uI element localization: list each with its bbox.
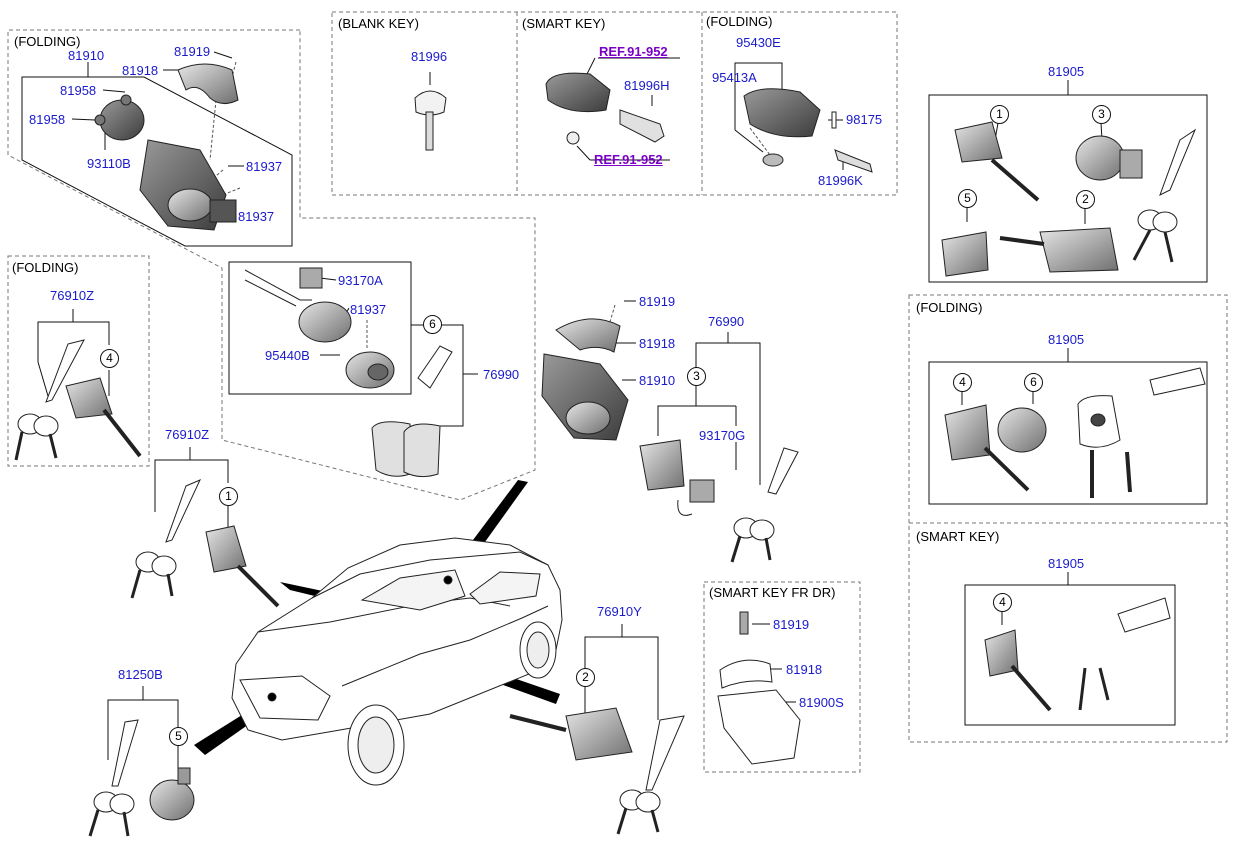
part-label-81996h[interactable]: 81996H <box>624 78 670 93</box>
trunk-lock-81250b-shapes <box>88 719 195 837</box>
part-label-95440b[interactable]: 95440B <box>265 348 310 363</box>
heading-folding-right: (FOLDING) <box>916 300 983 315</box>
callout-4-smart-right: 4 <box>993 593 1012 612</box>
part-label-93170a[interactable]: 93170A <box>338 273 383 288</box>
part-label-81905-a[interactable]: 81905 <box>1048 64 1085 79</box>
ref-label-a[interactable]: REF.91-952 <box>599 44 668 59</box>
part-label-81250b[interactable]: 81250B <box>118 667 163 682</box>
car-illustration <box>231 537 563 786</box>
callout-3-right: 3 <box>1092 105 1111 124</box>
folding-left-box <box>7 255 150 467</box>
part-label-81937-c[interactable]: 81937 <box>350 302 387 317</box>
part-label-95413a[interactable]: 95413A <box>712 70 757 85</box>
heading-blank-key: (BLANK KEY) <box>338 16 419 31</box>
key-options-box <box>331 11 898 196</box>
folding-smart-right-box <box>908 294 1228 743</box>
key-lock-76910z-left-shapes <box>14 339 142 461</box>
callout-6-folding-right: 6 <box>1024 373 1043 392</box>
smart-key-shape <box>545 72 665 145</box>
group-outline-folding-tl <box>7 29 536 501</box>
part-label-81958-b[interactable]: 81958 <box>29 112 66 127</box>
blank-key-shape <box>414 90 447 151</box>
folding-key-set-shapes <box>944 367 1206 498</box>
middle-ignition-assembly-shapes <box>541 318 715 516</box>
key-set-81905-smart-frame <box>964 584 1176 726</box>
callout-5-right: 5 <box>958 189 977 208</box>
folding-key-shape <box>743 88 873 173</box>
heading-folding-left: (FOLDING) <box>12 260 79 275</box>
ignition-kit-frame <box>228 261 412 395</box>
part-label-81937-b[interactable]: 81937 <box>238 209 275 224</box>
callout-2-bottom: 2 <box>576 668 595 687</box>
key-lock-76910z-mid-shapes <box>130 479 280 608</box>
part-label-76910y[interactable]: 76910Y <box>597 604 642 619</box>
ignition-assembly-parts <box>94 63 239 231</box>
ref-label-b[interactable]: REF.91-952 <box>594 152 663 167</box>
part-label-81918-mid[interactable]: 81918 <box>639 336 676 351</box>
part-label-93170g[interactable]: 93170G <box>699 428 746 443</box>
callout-1-left: 1 <box>219 487 238 506</box>
callout-4-left: 4 <box>100 349 119 368</box>
heading-folding-top-left: (FOLDING) <box>14 34 81 49</box>
part-label-76910z-a[interactable]: 76910Z <box>50 288 95 303</box>
part-label-81919-mid[interactable]: 81919 <box>639 294 676 309</box>
callout-5-bottom: 5 <box>169 727 188 746</box>
callout-4-folding-right: 4 <box>953 373 972 392</box>
key-set-76990-shapes <box>730 447 799 563</box>
part-label-81996[interactable]: 81996 <box>411 49 448 64</box>
key-set-81905-shapes <box>941 121 1197 277</box>
fob-76990-shapes <box>371 345 453 478</box>
part-label-81910-mid[interactable]: 81910 <box>639 373 676 388</box>
door-lock-76910y-shapes <box>509 707 685 835</box>
part-label-81910-top[interactable]: 81910 <box>68 48 105 63</box>
part-label-81918-fr[interactable]: 81918 <box>786 662 823 677</box>
heading-smart-key-fr-dr: (SMART KEY FR DR) <box>709 585 836 600</box>
part-label-76990-b[interactable]: 76990 <box>708 314 745 329</box>
callout-1-right: 1 <box>990 105 1009 124</box>
part-label-76910z-b[interactable]: 76910Z <box>165 427 210 442</box>
callout-2-right: 2 <box>1076 190 1095 209</box>
smart-key-fr-dr-box <box>703 581 861 773</box>
smart-key-fr-dr-shapes <box>717 611 801 765</box>
ignition-assembly-frame <box>21 76 293 247</box>
part-label-76990-a[interactable]: 76990 <box>483 367 520 382</box>
heading-folding-top: (FOLDING) <box>706 14 773 29</box>
part-label-81958-a[interactable]: 81958 <box>60 83 97 98</box>
part-label-81937-a[interactable]: 81937 <box>246 159 283 174</box>
part-label-81996k[interactable]: 81996K <box>818 173 863 188</box>
part-label-81905-c[interactable]: 81905 <box>1048 556 1085 571</box>
part-label-95430e[interactable]: 95430E <box>736 35 781 50</box>
callout-3-mid: 3 <box>687 367 706 386</box>
smart-key-set-shapes <box>984 597 1171 712</box>
part-label-93110b[interactable]: 93110B <box>87 156 131 171</box>
heading-smart-key-top: (SMART KEY) <box>522 16 606 31</box>
heading-smart-key-right: (SMART KEY) <box>916 529 1000 544</box>
part-label-81905-b[interactable]: 81905 <box>1048 332 1085 347</box>
part-label-81919-top[interactable]: 81919 <box>174 44 211 59</box>
part-label-81900s[interactable]: 81900S <box>799 695 844 710</box>
part-label-98175[interactable]: 98175 <box>846 112 883 127</box>
part-label-81918-top[interactable]: 81918 <box>122 63 159 78</box>
ignition-kit-shapes <box>244 267 395 389</box>
part-label-81919-fr[interactable]: 81919 <box>773 617 810 632</box>
callout-6-mid: 6 <box>423 315 442 334</box>
